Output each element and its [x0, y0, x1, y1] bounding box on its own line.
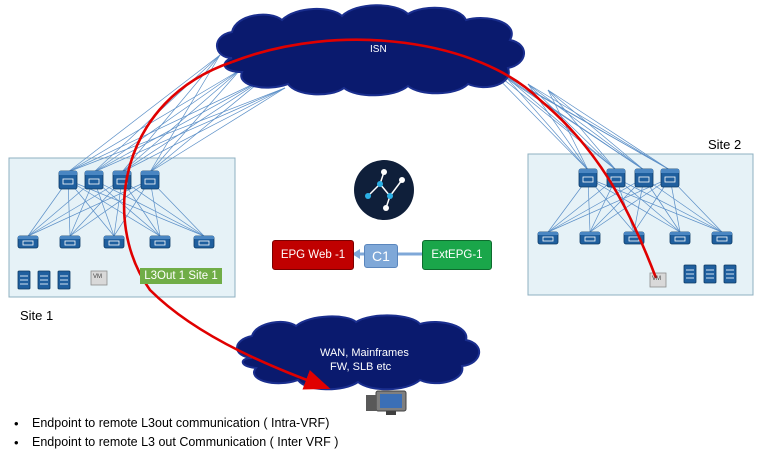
ext-epg-box: ExtEPG-1 — [422, 240, 492, 270]
leaf-switch-icon — [103, 235, 125, 249]
spine-switch-icon — [140, 170, 160, 190]
epg-web-box: EPG Web -1 — [272, 240, 354, 270]
server-icon — [703, 264, 717, 284]
vm-label: VM — [652, 276, 661, 282]
spine-switch-icon — [606, 168, 626, 188]
wan-label-line2: FW, SLB etc — [330, 361, 392, 373]
bullet-text: Endpoint to remote L3 out Communication … — [32, 435, 339, 449]
server-icon — [37, 270, 51, 290]
traffic-path-site2 — [231, 38, 658, 279]
leaf-switch-icon — [193, 235, 215, 249]
spine-switch-icon — [660, 168, 680, 188]
bullet-dot-icon: • — [14, 416, 19, 431]
bullet-text: Endpoint to remote L3out communication (… — [32, 416, 330, 430]
spine-switch-icon — [84, 170, 104, 190]
orchestrator-logo-icon — [354, 160, 414, 220]
site2-label: Site 2 — [708, 137, 742, 152]
bullet-list: • Endpoint to remote L3out communication… — [14, 414, 338, 452]
server-icon — [57, 270, 71, 290]
isn-cloud-icon — [216, 4, 525, 97]
bullet-item: • Endpoint to remote L3 out Communicatio… — [14, 433, 338, 452]
server-icon — [683, 264, 697, 284]
bullet-dot-icon: • — [14, 435, 19, 450]
wan-label-line1: WAN, Mainframes — [320, 347, 409, 359]
site2-servers — [683, 264, 737, 284]
monitor-icon — [366, 390, 407, 415]
bullet-item: • Endpoint to remote L3out communication… — [14, 414, 338, 433]
server-icon — [17, 270, 31, 290]
vm-icon — [90, 270, 108, 286]
spine-switch-icon — [578, 168, 598, 188]
vm-icon — [649, 272, 667, 288]
isn-links — [67, 54, 671, 173]
site1-servers — [17, 270, 71, 290]
contract-c1-box: C1 — [364, 244, 398, 268]
site1-label: Site 1 — [20, 308, 54, 323]
vm-label: VM — [93, 274, 102, 280]
spine-switch-icon — [634, 168, 654, 188]
l3out-label: L3Out 1 Site 1 — [140, 268, 222, 284]
server-icon — [723, 264, 737, 284]
leaf-switch-icon — [149, 235, 171, 249]
leaf-switch-icon — [537, 231, 559, 245]
leaf-switch-icon — [669, 231, 691, 245]
leaf-switch-icon — [17, 235, 39, 249]
isn-label: ISN — [370, 44, 387, 55]
leaf-switch-icon — [59, 235, 81, 249]
leaf-switch-icon — [579, 231, 601, 245]
contract-links — [352, 249, 422, 259]
leaf-switch-icon — [711, 231, 733, 245]
wan-cloud-icon — [236, 314, 480, 391]
spine-switch-icon — [58, 170, 78, 190]
